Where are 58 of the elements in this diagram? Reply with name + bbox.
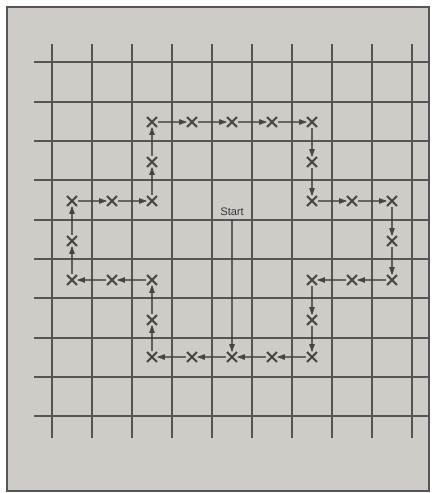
cross-mark: [146, 314, 158, 326]
cross-mark: [106, 274, 118, 286]
cross-mark: [346, 274, 358, 286]
arrow: [117, 277, 146, 283]
cross-mark: [146, 116, 158, 128]
cross-mark: [226, 116, 238, 128]
cross-mark: [146, 274, 158, 286]
cross-mark: [266, 351, 278, 363]
arrow: [389, 207, 395, 236]
arrow: [69, 206, 75, 235]
cross-mark: [146, 195, 158, 207]
cross-mark: [66, 235, 78, 247]
arrow: [317, 277, 346, 283]
cross-mark: [226, 351, 238, 363]
arrow: [149, 167, 155, 195]
cross-mark: [66, 195, 78, 207]
arrow: [198, 119, 227, 125]
cross-mark: [386, 274, 398, 286]
arrow: [158, 119, 187, 125]
arrow: [118, 198, 147, 204]
cross-mark: [306, 274, 318, 286]
arrow: [78, 198, 107, 204]
arrow: [309, 128, 315, 157]
arrow: [149, 285, 155, 314]
cross-mark: [306, 116, 318, 128]
arrow: [149, 127, 155, 156]
arrow: [389, 247, 395, 275]
arrow: [237, 354, 266, 360]
arrow: [238, 119, 267, 125]
cross-mark: [386, 195, 398, 207]
arrow: [358, 198, 387, 204]
cross-mark: [146, 351, 158, 363]
cross-mark: [306, 156, 318, 168]
cross-mark: [306, 351, 318, 363]
start-label: Start: [216, 205, 248, 219]
arrow: [197, 354, 226, 360]
arrow: [277, 354, 306, 360]
cross-mark: [266, 116, 278, 128]
arrow: [229, 219, 235, 352]
cross-mark: [306, 314, 318, 326]
arrow: [318, 198, 347, 204]
arrow: [77, 277, 106, 283]
cross-mark: [146, 156, 158, 168]
cross-mark: [66, 274, 78, 286]
arrow: [149, 325, 155, 351]
arrow: [357, 277, 386, 283]
arrow: [69, 246, 75, 274]
cross-mark: [346, 195, 358, 207]
cross-mark: [106, 195, 118, 207]
cross-mark: [186, 351, 198, 363]
cross-mark: [386, 235, 398, 247]
arrow: [309, 168, 315, 196]
cross-mark: [306, 195, 318, 207]
arrow: [278, 119, 307, 125]
cross-mark: [186, 116, 198, 128]
arrow: [309, 326, 315, 352]
arrow: [309, 286, 315, 315]
arrow: [157, 354, 186, 360]
